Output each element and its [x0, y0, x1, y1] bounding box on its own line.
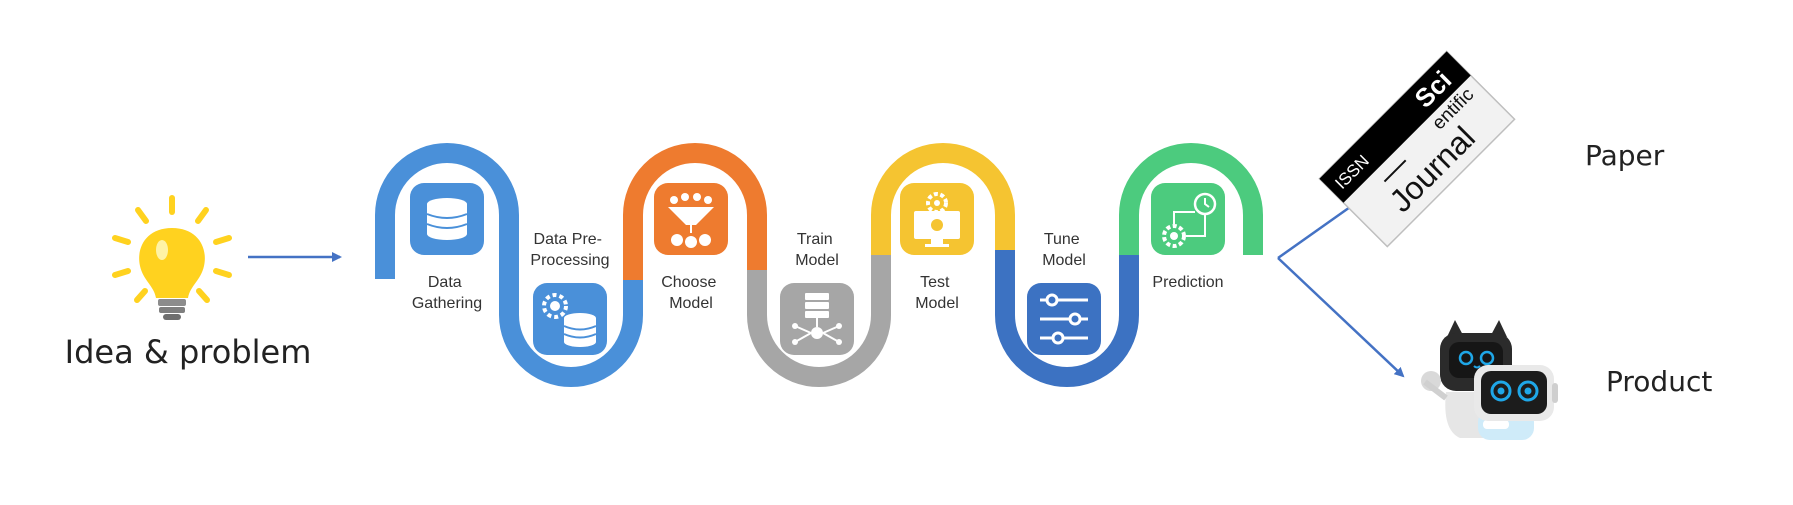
funnel-icon — [654, 183, 728, 255]
track-segment-tune-model — [995, 250, 1139, 387]
server-network-icon — [780, 283, 854, 355]
step-label-line: Data Pre- — [534, 231, 602, 248]
track-segment-choose-model — [623, 143, 767, 280]
step-label-line: Test — [920, 274, 950, 291]
step-label-line: Model — [915, 295, 959, 312]
output-paper-label: Paper — [1585, 139, 1665, 172]
step-label-line: Model — [1042, 252, 1086, 269]
track-segment-prediction — [1119, 143, 1263, 255]
gear-clock-icon — [1151, 183, 1225, 255]
step-label-tune-model: Tune Model — [1042, 231, 1086, 269]
robot-icon — [1421, 320, 1558, 440]
sliders-icon — [1027, 283, 1101, 355]
step-label-line: Choose — [661, 274, 716, 291]
pipeline-track — [375, 143, 1263, 387]
step-label-line: Model — [795, 252, 839, 269]
idea-caption: Idea & problem — [65, 333, 312, 371]
track-segment-preprocessing — [499, 250, 643, 387]
lightbulb-icon — [112, 195, 232, 320]
arrow-to-product — [1277, 257, 1405, 378]
step-label-line: Model — [669, 295, 713, 312]
step-label-line: Train — [797, 231, 833, 248]
step-label-train-model: Train Model — [795, 231, 839, 269]
arrow-to-paper — [1277, 198, 1362, 260]
track-segment-data-gathering — [375, 143, 519, 279]
track-segment-train-model — [747, 255, 891, 387]
step-label-preprocessing: Data Pre- Processing — [530, 231, 609, 269]
journal-cover-icon: ISSN Sci entific Journal — [1318, 50, 1516, 248]
step-label-choose-model: Choose Model — [661, 274, 721, 312]
step-label-line: Data — [428, 274, 462, 291]
step-label-prediction: Prediction — [1152, 274, 1223, 291]
step-label-data-gathering: Data Gathering — [412, 274, 482, 312]
step-label-line: Gathering — [412, 295, 482, 312]
track-segment-test-model — [871, 143, 1015, 255]
step-label-test-model: Test Model — [915, 274, 959, 312]
output-product-label: Product — [1606, 365, 1712, 398]
gear-database-icon — [533, 283, 607, 355]
step-label-line: Tune — [1044, 231, 1080, 248]
monitor-gear-icon — [900, 183, 974, 255]
step-label-line: Processing — [530, 252, 609, 269]
database-icon — [410, 183, 484, 255]
